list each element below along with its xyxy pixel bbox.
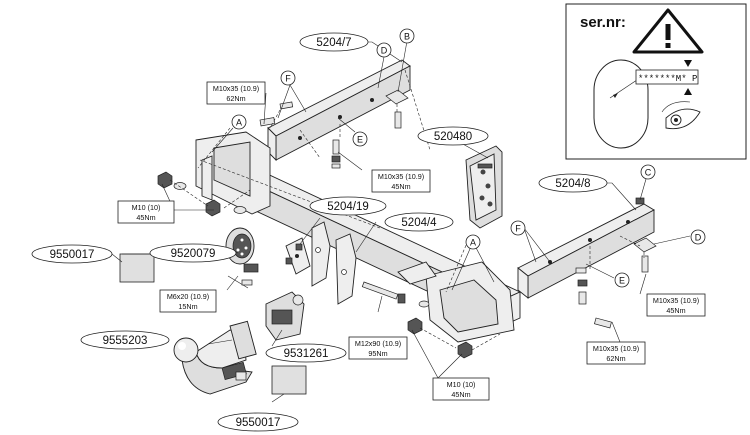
svg-text:M10x35 (10.9): M10x35 (10.9) (213, 84, 259, 93)
callout-f-right: F (510, 220, 526, 236)
label-9550017-top: 9550017 (31, 244, 113, 264)
callout-e-right: E (614, 272, 630, 288)
svg-text:E: E (357, 135, 363, 145)
label-5204-8: 5204/8 (538, 173, 608, 193)
electric-block-bottom-shape (271, 365, 307, 395)
part-number: 520480 (434, 131, 472, 143)
label-5204-4: 5204/4 (384, 212, 454, 232)
electric-block-top-shape (119, 253, 155, 283)
serial-number-inset: ser.nr: *******M* P (565, 3, 747, 160)
label-9550017-bottom: 9550017 (217, 412, 299, 432)
serial-number: *******M* P (638, 74, 697, 84)
callout-c: C (640, 164, 656, 180)
svg-text:A: A (236, 118, 242, 128)
callout-e-left: E (352, 131, 368, 147)
label-520480: 520480 (417, 126, 489, 146)
svg-text:E: E (619, 276, 625, 286)
spec-center-bolt: M12x90 (10.9) 95Nm (348, 336, 408, 360)
part-number: 9550017 (50, 249, 95, 261)
svg-text:45Nm: 45Nm (451, 390, 470, 399)
svg-text:M10 (10): M10 (10) (132, 203, 161, 212)
label-9555203: 9555203 (80, 330, 170, 350)
svg-text:45Nm: 45Nm (666, 306, 685, 315)
svg-text:M10x35 (10.9): M10x35 (10.9) (593, 344, 639, 353)
part-number: 9555203 (103, 335, 148, 347)
part-number: 9520079 (171, 248, 216, 260)
svg-text:M12x90 (10.9): M12x90 (10.9) (355, 339, 401, 348)
eye-icon (661, 101, 701, 130)
svg-text:M10x35 (10.9): M10x35 (10.9) (653, 296, 699, 305)
bracket-mid (285, 237, 311, 275)
svg-text:F: F (285, 74, 291, 84)
callout-b: B (399, 28, 415, 44)
warning-triangle-icon (632, 8, 704, 54)
spec-right-mid: M10x35 (10.9) 45Nm (646, 293, 706, 317)
spec-right-low: M10x35 (10.9) 62Nm (586, 341, 646, 365)
callout-f-left: F (280, 70, 296, 86)
part-number: 9531261 (284, 348, 329, 360)
svg-text:M10 (10): M10 (10) (447, 380, 476, 389)
crossbar (195, 131, 522, 343)
label-5204-7: 5204/7 (299, 32, 369, 52)
label-5204-19: 5204/19 (309, 196, 387, 216)
part-number: 5204/19 (327, 201, 369, 213)
svg-text:F: F (515, 224, 521, 234)
electric-socket (225, 227, 259, 289)
part-number: 9550017 (236, 417, 281, 429)
svg-text:B: B (404, 32, 410, 42)
callout-d-right: D (690, 229, 706, 245)
spec-socket-screw: M6x20 (10.9) 15Nm (159, 289, 217, 313)
callout-a-left: A (231, 114, 247, 130)
callout-a-right: A (465, 234, 481, 250)
tow-ball (173, 320, 257, 395)
label-9531261: 9531261 (265, 343, 347, 363)
bracket-left (259, 59, 411, 169)
svg-text:D: D (695, 233, 702, 243)
svg-text:M10x35 (10.9): M10x35 (10.9) (378, 172, 424, 181)
part-number: 5204/4 (401, 217, 437, 229)
part-number: 5204/8 (555, 178, 590, 190)
bracket-right (517, 197, 657, 329)
svg-text:M6x20 (10.9): M6x20 (10.9) (167, 292, 209, 301)
part-number: 5204/7 (316, 37, 351, 49)
spec-bottom-m10: M10 (10) 45Nm (432, 377, 490, 401)
spec-left-top: M10x35 (10.9) 62Nm (206, 81, 266, 105)
svg-text:95Nm: 95Nm (368, 349, 387, 358)
socket-plate (465, 145, 503, 229)
svg-text:45Nm: 45Nm (391, 182, 410, 191)
svg-text:62Nm: 62Nm (606, 354, 625, 363)
serial-label: ser.nr: (580, 14, 626, 31)
callout-d-left: D (376, 42, 392, 58)
spec-left-m10: M10 (10) 45Nm (117, 200, 175, 224)
svg-text:62Nm: 62Nm (226, 94, 245, 103)
svg-text:D: D (381, 46, 388, 56)
svg-text:A: A (470, 238, 476, 248)
label-9520079: 9520079 (149, 243, 237, 263)
svg-text:15Nm: 15Nm (178, 302, 197, 311)
svg-text:C: C (645, 168, 652, 178)
ball-lock (265, 291, 305, 341)
spec-left-mid: M10x35 (10.9) 45Nm (371, 169, 431, 193)
hardware-nuts (157, 171, 473, 359)
svg-text:45Nm: 45Nm (136, 213, 155, 222)
